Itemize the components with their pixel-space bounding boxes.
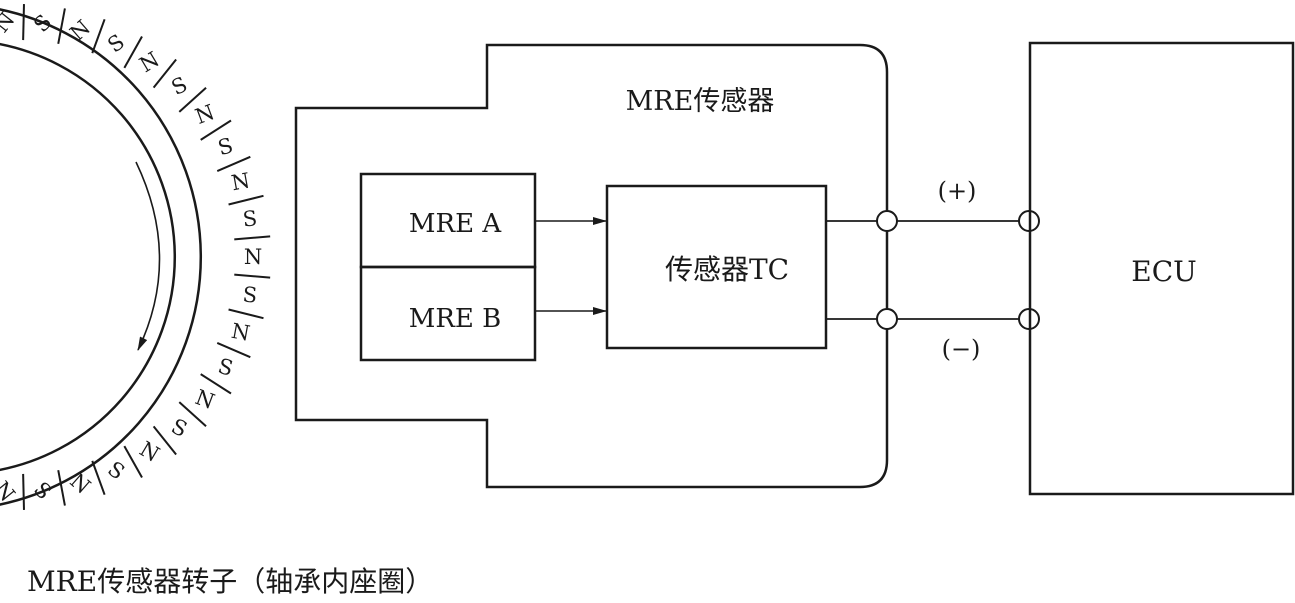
rotor-segment-divider xyxy=(22,473,25,510)
rotor-pole-label: S xyxy=(215,354,235,381)
rotor-pole-label: S xyxy=(103,30,129,58)
rotor-pole-label: N xyxy=(192,385,218,414)
sensor-housing xyxy=(294,43,889,489)
rotor-segment-divider xyxy=(200,373,232,395)
rotor-segment-divider xyxy=(228,194,264,206)
plus-label: (+) xyxy=(938,177,977,205)
sensor-tc-box xyxy=(605,184,828,350)
rotor-segment-divider xyxy=(200,119,232,141)
rotor-pole-label: S xyxy=(215,133,235,160)
rotor-segment-divider xyxy=(57,8,66,44)
rotor-segment-divider xyxy=(91,460,106,496)
rotor-segment-divider xyxy=(216,342,251,359)
rotor-segment-divider xyxy=(91,18,106,54)
rotor-pole-label: N xyxy=(65,15,95,45)
rotor-pole-label: N xyxy=(135,47,163,77)
minus-label: (−) xyxy=(942,335,981,363)
rotor-pole-label: N xyxy=(244,245,262,269)
mre-b-label: MRE B xyxy=(409,304,502,334)
rotor-segment-divider xyxy=(178,401,207,427)
rotor-pole-label: N xyxy=(229,168,251,195)
rotor-pole-label: N xyxy=(65,469,95,499)
sensor-tc-label: 传感器TC xyxy=(665,253,789,286)
rotor-pole-label: S xyxy=(168,72,191,100)
rotor-segment-divider xyxy=(57,470,66,506)
rotation-arrow-icon xyxy=(135,161,161,351)
rotor-segment-divider xyxy=(152,425,177,456)
rotor-pole-label: S xyxy=(242,283,258,308)
rotor-segment-divider xyxy=(123,445,143,479)
rotor-segment-divider xyxy=(234,273,271,279)
rotor-pole-label: N xyxy=(135,437,163,467)
rotor-pole-label: S xyxy=(29,10,56,37)
mre-a-label: MRE A xyxy=(409,209,502,239)
rotor-segment-divider xyxy=(152,58,177,89)
mre-b-box xyxy=(359,265,537,362)
sensor-terminal-minus xyxy=(876,308,898,330)
rotor-pole-label: S xyxy=(103,457,129,485)
rotor-segment-divider xyxy=(234,235,271,241)
ecu-label: ECU xyxy=(1131,255,1196,288)
sensor-title: MRE传感器 xyxy=(626,86,775,117)
ecu-box xyxy=(1028,41,1295,496)
sensor-terminal-plus xyxy=(876,210,898,232)
rotor-outer-arc xyxy=(0,8,202,506)
rotor-pole-label: N xyxy=(229,319,251,346)
rotor-pole-label: S xyxy=(29,477,56,504)
rotor-pole-label: S xyxy=(168,414,191,442)
rotor-caption: MRE传感器转子（轴承内座圈） xyxy=(27,565,433,598)
rotor-inner-arc xyxy=(0,42,176,472)
rotor-segment-divider xyxy=(22,4,25,41)
rotor-segment-divider xyxy=(216,155,251,172)
rotor-pole-label: N xyxy=(192,100,218,129)
rotor-pole-label: S xyxy=(242,206,258,231)
rotor-segment-divider xyxy=(123,35,143,69)
rotor-segment-divider xyxy=(228,308,264,320)
rotor-segment-divider xyxy=(178,87,207,113)
